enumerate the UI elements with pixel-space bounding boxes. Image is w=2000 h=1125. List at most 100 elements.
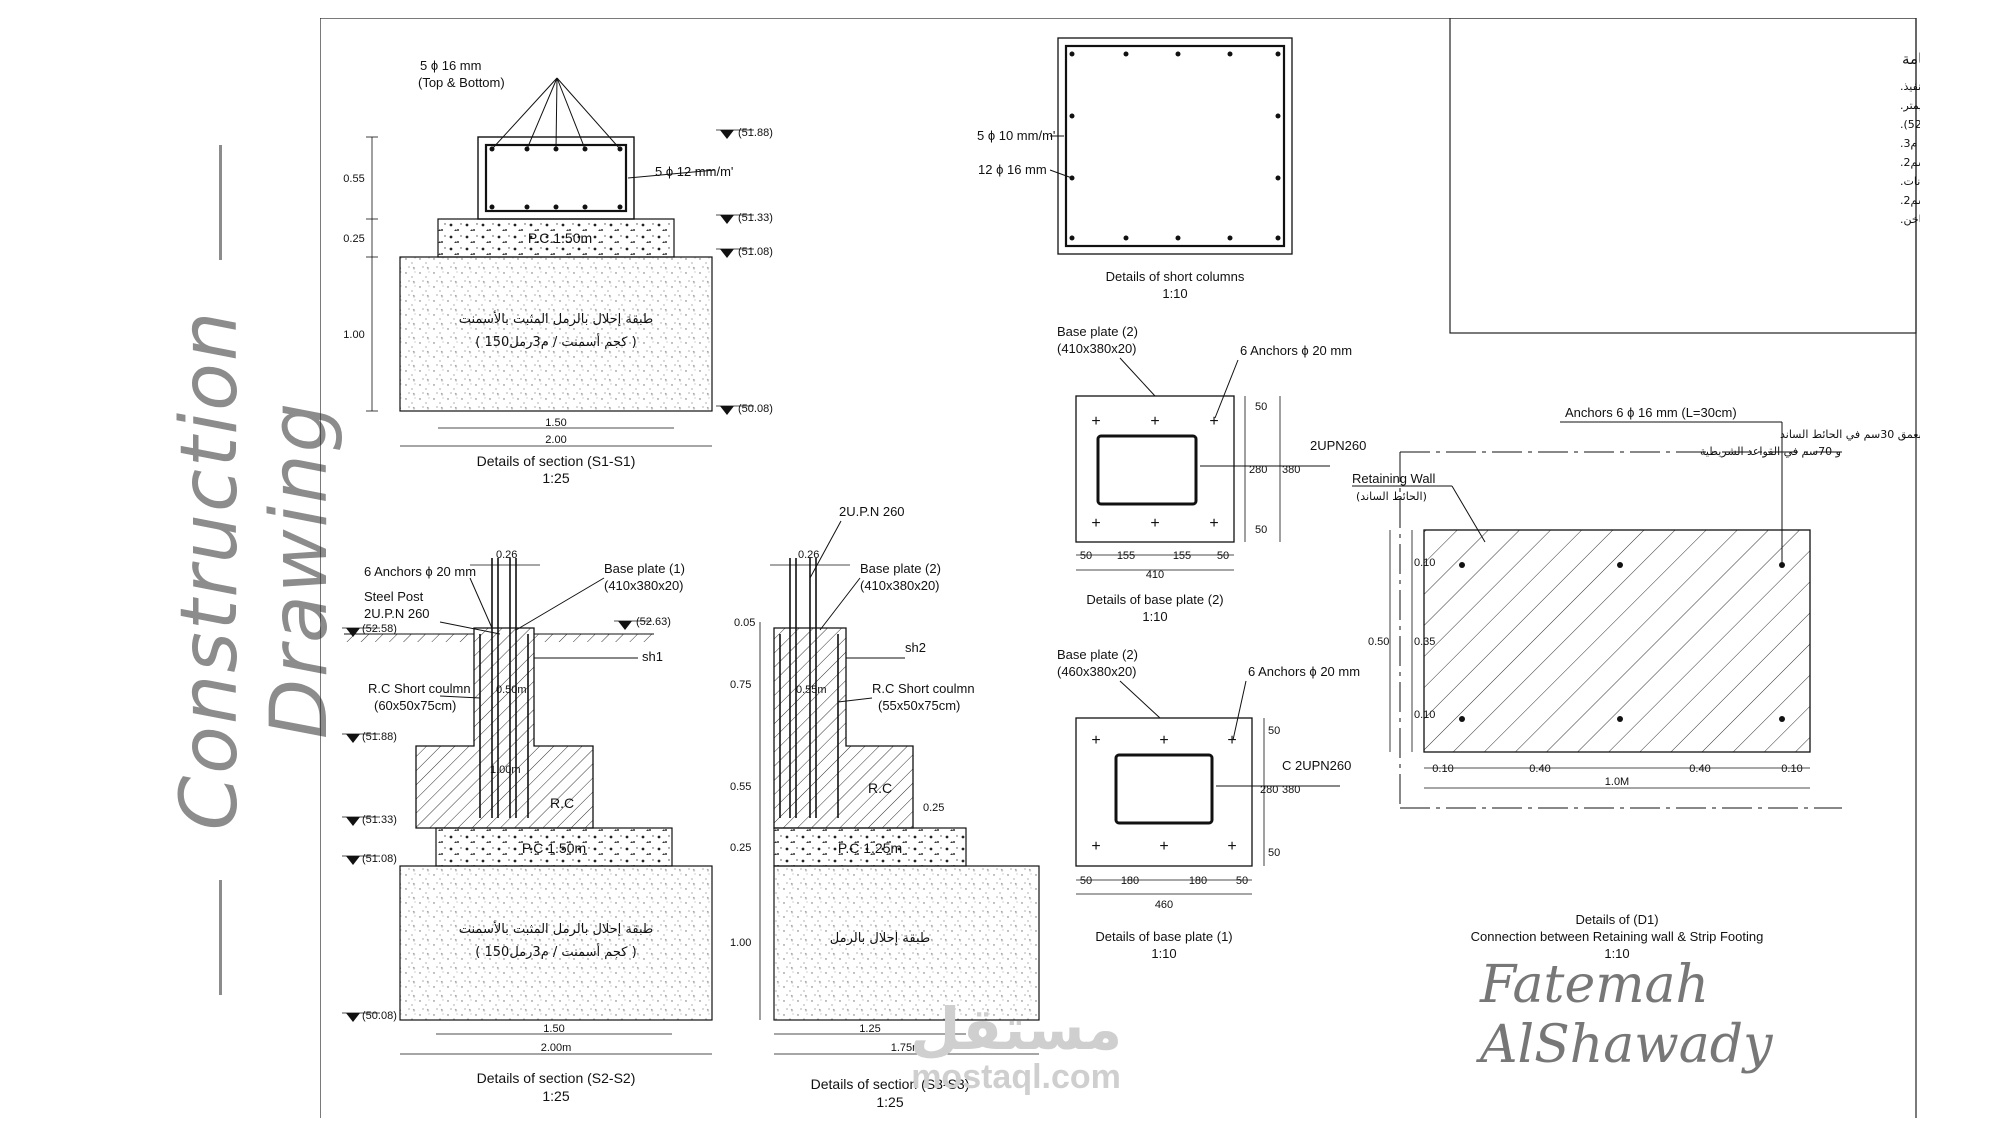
general-notes: ملاحظات عامة 1- يتم مراجعة الأبعاد الإنش… [1449, 18, 1920, 334]
svg-text:0.10: 0.10 [1781, 763, 1802, 775]
s3-sh: sh2 [905, 640, 926, 655]
svg-text:0.55m: 0.55m [796, 684, 827, 696]
base-plate-2: +++ +++ Base plate (2) (410x380x20) 6 An… [1057, 324, 1366, 624]
svg-text:(51.88): (51.88) [738, 127, 773, 139]
bp1-upn: C 2UPN260 [1282, 758, 1351, 773]
svg-text:50: 50 [1236, 875, 1248, 887]
d1-title-2: Connection between Retaining wall & Stri… [1471, 929, 1764, 944]
svg-text:R.C: R.C [550, 795, 574, 811]
section-s1: 5 ϕ 16 mm (Top & Bottom) 5 ϕ 12 mm/m' P.… [343, 58, 773, 486]
s2-sh: sh1 [642, 649, 663, 664]
svg-text:380: 380 [1282, 784, 1300, 796]
bp1-anchors: 6 Anchors ϕ 20 mm [1248, 664, 1360, 679]
svg-text:50: 50 [1268, 725, 1280, 737]
s3-scale: 1:25 [876, 1094, 903, 1110]
svg-text:+: + [1227, 838, 1236, 855]
s2-fill-1: طبقة إحلال بالرمل المثبت بالأسمنت [459, 920, 654, 937]
svg-text:180: 180 [1189, 875, 1207, 887]
short-col-rebar: 12 ϕ 16 mm [978, 162, 1047, 177]
svg-text:(51.33): (51.33) [362, 814, 397, 826]
s1-scale: 1:25 [542, 470, 569, 486]
signature: Fatemah AlShawady [1480, 955, 1773, 1075]
note-5: 5- اجهاد التربة الصافي لا يزيد عن 1 كجم/… [1900, 156, 1920, 169]
s1-title: Details of section (S1-S1) [477, 453, 636, 469]
svg-text:1.00: 1.00 [343, 329, 364, 341]
drawing-sheet: ملاحظات عامة 1- يتم مراجعة الأبعاد الإنش… [320, 18, 1920, 1118]
svg-text:50: 50 [1080, 550, 1092, 562]
svg-text:0.75: 0.75 [730, 679, 751, 691]
s1-fill-1: طبقة إحلال بالرمل المثبت بالأسمنت [459, 310, 654, 327]
bp1-scale: 1:10 [1151, 946, 1176, 961]
svg-text:+: + [1159, 732, 1168, 749]
s2-col-1: R.C Short coulmn [368, 681, 471, 696]
bp2-anchors: 6 Anchors ϕ 20 mm [1240, 343, 1352, 358]
svg-text:155: 155 [1173, 550, 1191, 562]
s2-fill-2: ( 150كجم أسمنت / م3رمل ) [475, 943, 636, 960]
note-8: 8- يتم دهان جميع الخرسانات المسلحة بوجهي… [1900, 213, 1920, 226]
s3-title: Details of section (S3-S3) [811, 1076, 970, 1092]
bp2-title: Details of base plate (2) [1086, 592, 1223, 607]
svg-text:180: 180 [1121, 875, 1139, 887]
svg-text:0.35: 0.35 [1414, 636, 1435, 648]
svg-text:50: 50 [1268, 847, 1280, 859]
svg-text:(51.88): (51.88) [362, 731, 397, 743]
svg-text:+: + [1150, 515, 1159, 532]
s3-plate-1: Base plate (2) [860, 561, 941, 576]
note-3: 3- عمق الحفر للتأسيس 2.55 من منسوب (52.5… [1900, 116, 1920, 132]
d1-title-1: Details of (D1) [1575, 912, 1658, 927]
svg-text:0.25: 0.25 [923, 802, 944, 814]
svg-text:+: + [1091, 413, 1100, 430]
svg-text:+: + [1209, 515, 1218, 532]
svg-text:+: + [1150, 413, 1159, 430]
svg-text:1.25: 1.25 [859, 1023, 880, 1035]
svg-text:0.10: 0.10 [1414, 557, 1435, 569]
svg-text:2.00: 2.00 [545, 434, 566, 446]
note-6: 6- حديد التسليح المستخدم في القواعد هو ح… [1900, 175, 1920, 188]
section-s3: 0.26 0.55m R.C P.C 1.25m طبقة إحلال بالر… [730, 504, 1040, 1110]
s3-plate-2: (410x380x20) [860, 578, 940, 593]
svg-text:50: 50 [1255, 524, 1267, 536]
s3-col-1: R.C Short coulmn [872, 681, 975, 696]
svg-text:+: + [1159, 838, 1168, 855]
notes-title: ملاحظات عامة [1902, 50, 1920, 68]
svg-text:0.25: 0.25 [343, 233, 364, 245]
d1-anchors: Anchors 6 ϕ 16 mm (L=30cm) [1565, 405, 1737, 420]
side-title-line-top [219, 145, 222, 260]
svg-text:1.00m: 1.00m [490, 764, 521, 776]
svg-text:(52.58): (52.58) [362, 623, 397, 635]
bp1-label-2: (460x380x20) [1057, 664, 1137, 679]
svg-text:(50.08): (50.08) [738, 403, 773, 415]
svg-text:0.55: 0.55 [730, 781, 751, 793]
note-2: 2- جميع أبعاد الحديد بالمليمتر. [1900, 98, 1920, 112]
svg-text:+: + [1091, 838, 1100, 855]
base-plate-1: +++ +++ Base plate (2) (460x380x20) 6 An… [1057, 647, 1360, 961]
svg-text:155: 155 [1117, 550, 1135, 562]
s2-plate-1: Base plate (1) [604, 561, 685, 576]
svg-text:1.50: 1.50 [545, 417, 566, 429]
sheet-border [320, 18, 1917, 1118]
svg-text:0.26: 0.26 [798, 549, 819, 561]
d1-note-2: و 70سم في القواعد الشريطية [1700, 445, 1841, 458]
s1-pc-label: P.C 1.50m [528, 230, 592, 246]
s1-rebar-label: 5 ϕ 16 mm [420, 58, 481, 73]
svg-text:280: 280 [1260, 784, 1278, 796]
svg-text:380: 380 [1282, 464, 1300, 476]
s2-post-2: 2U.P.N 260 [364, 606, 430, 621]
svg-text:0.55: 0.55 [343, 173, 364, 185]
short-columns: 5 ϕ 10 mm/m' 12 ϕ 16 mm Details of short… [977, 37, 1293, 301]
svg-text:1.0M: 1.0M [1605, 776, 1629, 788]
d1-wall-1: Retaining Wall [1352, 471, 1435, 486]
svg-text:+: + [1209, 413, 1218, 430]
side-title-line-bottom [219, 880, 222, 995]
d1-wall-2: (الحائط الساند) [1356, 490, 1427, 503]
s3-pc-label: P.C 1.25m [838, 840, 902, 856]
bp1-title: Details of base plate (1) [1095, 929, 1232, 944]
s2-pc-label: P.C 1.50m [522, 840, 586, 856]
s2-anchors: 6 Anchors ϕ 20 mm [364, 564, 476, 579]
s3-col-2: (55x50x75cm) [878, 698, 960, 713]
bp2-scale: 1:10 [1142, 609, 1167, 624]
s3-upn: 2U.P.N 260 [839, 504, 905, 519]
svg-text:280: 280 [1249, 464, 1267, 476]
s2-scale: 1:25 [542, 1088, 569, 1104]
svg-text:1.75m: 1.75m [891, 1042, 922, 1054]
